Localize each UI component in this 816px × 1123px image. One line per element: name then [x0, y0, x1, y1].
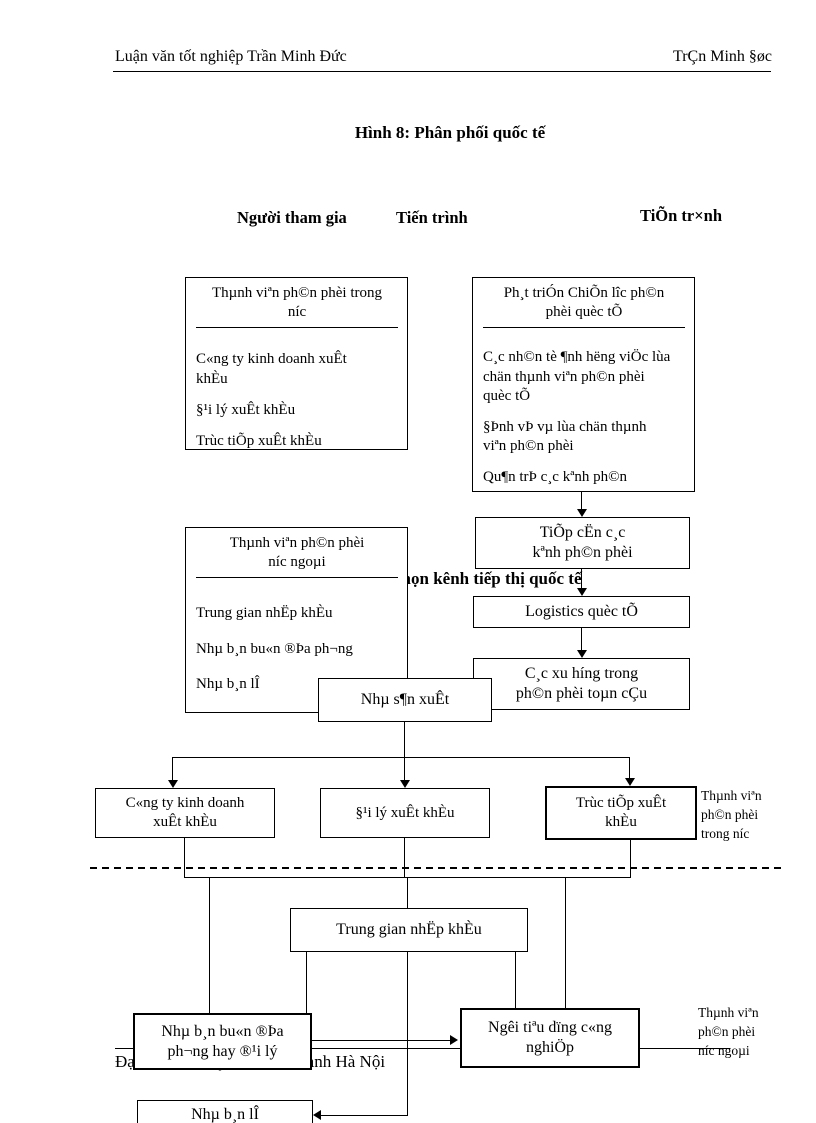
list-item: Nhµ b¸n bu«n ®Þa ph¬ng [196, 640, 353, 657]
box-global-trends: C¸c xu híng trong ph©n phèi toµn cÇu [473, 658, 690, 710]
arrowhead-access-logistics [577, 588, 587, 596]
header-rule [113, 71, 771, 72]
arrowhead-export-agent [400, 780, 410, 788]
arrowhead-into-retailer [313, 1110, 321, 1120]
arrowhead-logistics-trends [577, 650, 587, 658]
box-export-company: C«ng ty kinh doanh xuÊt khÈu [95, 788, 275, 838]
list-item: C«ng ty kinh doanh xuÊt khÈu [196, 351, 347, 387]
arrowhead-export-company [168, 780, 178, 788]
connector-direct-down [630, 840, 631, 877]
box-industrial-user: Ngêi tiªu dïng c«ng nghiÖp [460, 1008, 640, 1068]
arrowhead-strategy-access [577, 509, 587, 517]
box-access-channels: TiÕp cËn c¸c kªnh ph©n phèi [475, 517, 690, 569]
footer-rule [115, 1048, 730, 1049]
connector-producer-branch [172, 757, 630, 758]
connector-producer-stem [404, 722, 405, 757]
list-item: §Þnh vÞ vµ lùa chän thµnh viªn ph©n phèi [483, 418, 647, 455]
connector-to-wholesaler-left [209, 877, 210, 1013]
box-strategy-title: Ph¸t triÓn ChiÕn lîc ph©n phèi quèc tÕ [483, 284, 685, 329]
connector-drop-middle [404, 757, 405, 781]
list-item: §¹i lý xuÊt khÈu [196, 401, 296, 418]
connector-into-retailer [319, 1115, 408, 1116]
box-local-wholesaler: Nhµ b¸n bu«n ®Þa ph¬ng hay ®¹i lý [133, 1013, 312, 1070]
figure-title: Hình 8: Phân phối quốc tế [354, 123, 546, 142]
box-members-domestic-title: Thµnh viªn ph©n phèi trong níc [196, 284, 398, 329]
header-right: TrÇn Minh §øc [673, 48, 772, 65]
box-members-foreign-title: Thµnh viªn ph©n phèi níc ngoµi [196, 534, 398, 579]
connector-drop-right [629, 757, 630, 779]
box-producer: Nhµ s¶n xuÊt [318, 678, 492, 722]
box-export-agent: §¹i lý xuÊt khÈu [320, 788, 490, 838]
box-retailer: Nhµ b¸n lÎ [137, 1100, 313, 1123]
box-logistics: Logistics quèc tÕ [473, 596, 690, 628]
connector-import-wholesaler [306, 952, 307, 1013]
connector-to-user-right [565, 877, 566, 1008]
arrowhead-direct-export [625, 778, 635, 786]
box-members-domestic: Thµnh viªn ph©n phèi trong níc C«ng ty k… [185, 277, 408, 450]
list-item: Nhµ b¸n lÎ [196, 675, 260, 692]
box-strategy: Ph¸t triÓn ChiÕn lîc ph©n phèi quèc tÕ C… [472, 277, 695, 492]
column-header-participants: Người tham gia [237, 208, 347, 227]
list-item: Trùc tiÕp xuÊt khÈu [196, 432, 322, 449]
header-left: Luận văn tốt nghiệp Trần Minh Đức [115, 48, 347, 65]
connector-import-retailer [407, 952, 408, 1115]
connector-company-down [184, 838, 185, 877]
connector-import-user [515, 952, 516, 1008]
column-header-process: Tiến trình [396, 208, 468, 227]
boundary-dashed-line [90, 867, 786, 869]
arrowhead-into-user [450, 1035, 458, 1045]
list-item: Qu¶n trÞ c¸c kªnh ph©n [483, 469, 627, 486]
column-header-process-2: TiÕn tr×nh [640, 206, 723, 225]
connector-drop-left [172, 757, 173, 781]
connector-strategy-access [581, 492, 582, 511]
list-item: C¸c nh©n tè ¶nh hëng viÖc lùa chän thµnh… [483, 349, 671, 404]
connector-wholesaler-user [312, 1040, 452, 1041]
connector-to-import [407, 877, 408, 908]
overlay-heading: chọn kênh tiếp thị quốc tế [394, 569, 582, 588]
list-item: Trung gian nhËp khÈu [196, 605, 333, 622]
label-members-domestic: Thµnh viªn ph©n phèi trong níc [701, 788, 762, 841]
label-members-foreign: Thµnh viªn ph©n phèi níc ngoµi [698, 1005, 759, 1058]
connector-logistics-trends [581, 628, 582, 650]
connector-access-logistics [581, 569, 582, 589]
box-import-intermediary: Trung gian nhËp khÈu [290, 908, 528, 952]
box-direct-export: Trùc tiÕp xuÊt khÈu [545, 786, 697, 840]
connector-agent-down [404, 838, 405, 877]
